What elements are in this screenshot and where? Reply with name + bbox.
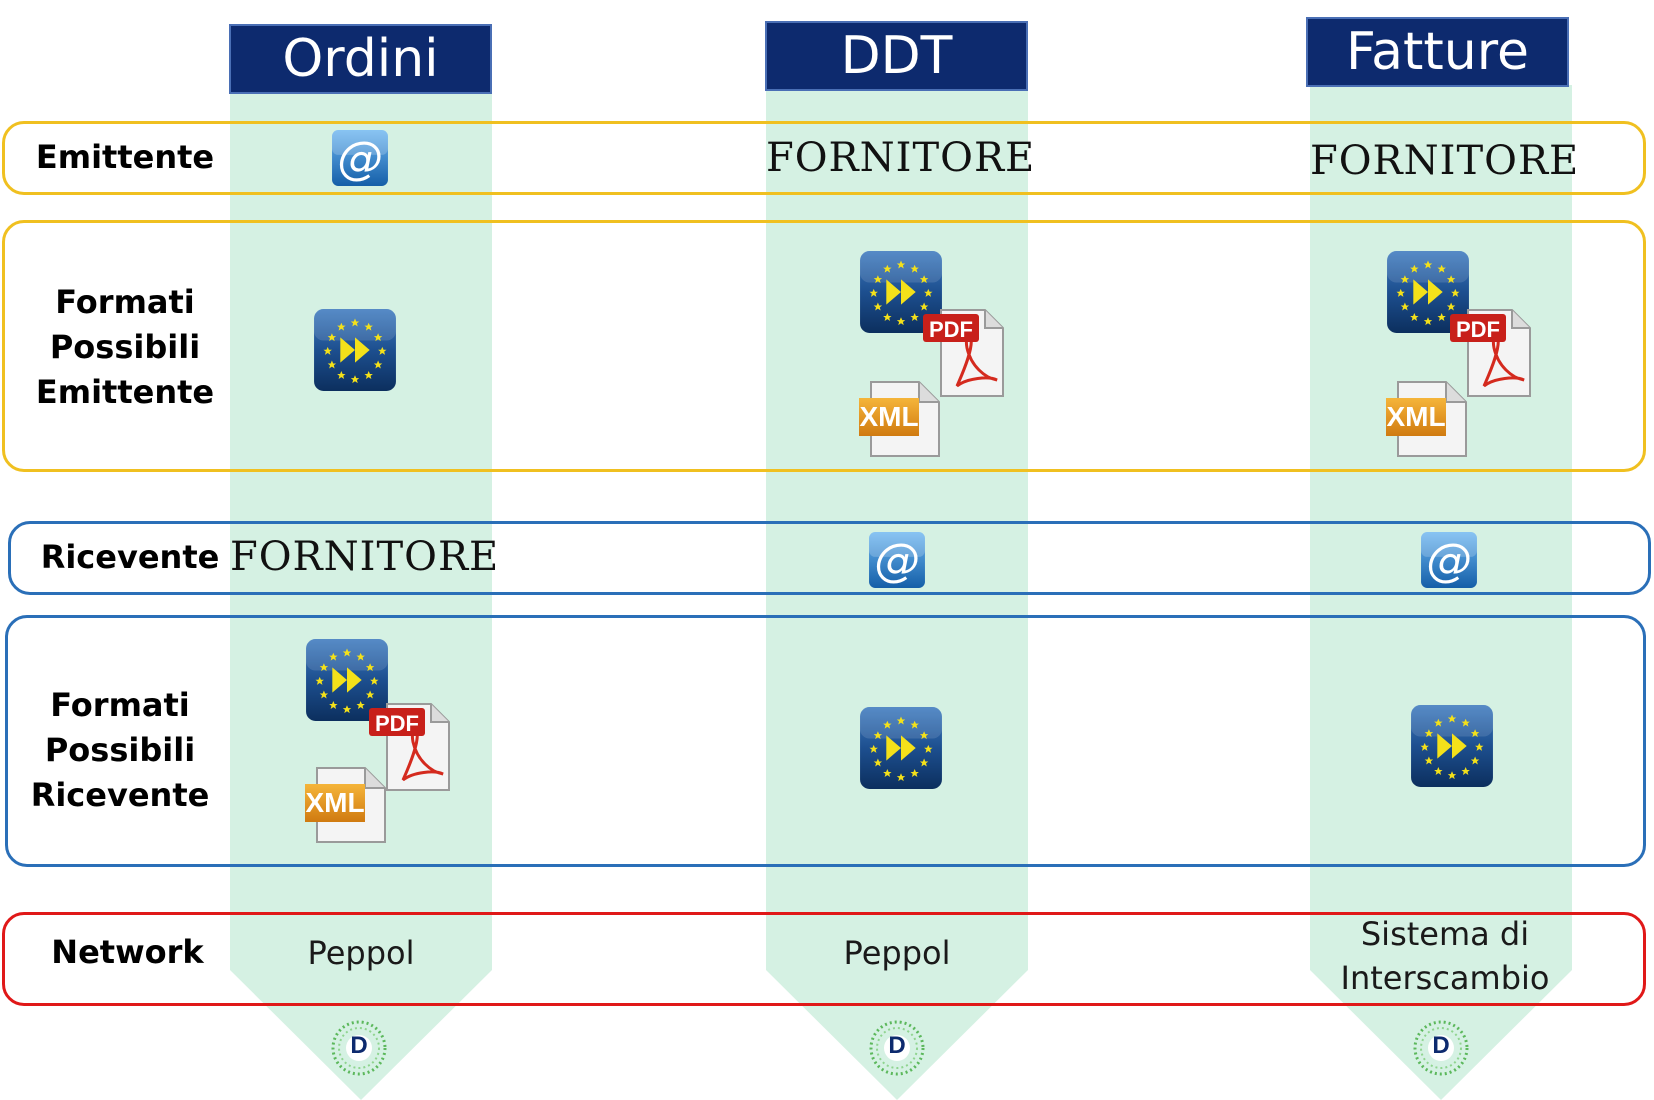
row-formati-emittente (2, 220, 1646, 472)
xml-label: XML (305, 787, 365, 818)
pdf-file-icon: PDF (921, 308, 1006, 398)
pdf-label: PDF (375, 711, 419, 736)
network-text-fatture-line-2: Interscambio (1340, 959, 1550, 997)
fornitore-text-ddt-emittente: FORNITORE (766, 135, 1036, 181)
row-formati-ricevente (5, 615, 1646, 867)
xml-file-icon: XML (303, 766, 388, 844)
xml-file-icon: XML (857, 380, 942, 458)
network-text-ddt: Peppol (843, 934, 951, 972)
row-label-network: Network (51, 933, 204, 971)
peppol-eu-icon (1410, 704, 1494, 788)
email-at-icon (1420, 531, 1478, 589)
row-network (2, 912, 1646, 1006)
column-header-ordini: Ordini (229, 24, 492, 94)
pdf-file-icon: PDF (367, 702, 452, 792)
fornitore-text-ordini-ricevente: FORNITORE (230, 534, 500, 580)
column-bg-ordini (230, 90, 492, 1100)
row-label-ricevente: Ricevente (40, 538, 220, 576)
row-ricevente (8, 521, 1651, 595)
pdf-label: PDF (929, 317, 973, 342)
email-at-icon (868, 531, 926, 589)
network-text-fatture: Sistema di Interscambio (1310, 912, 1580, 1000)
logo-d-icon: D (1411, 1018, 1471, 1078)
pdf-label: PDF (1456, 317, 1500, 342)
row-label-emittente: Emittente (35, 138, 215, 176)
row-label-formati-emittente: Formati Possibili Emittente (35, 283, 215, 411)
xml-label: XML (859, 401, 919, 432)
logo-d-letter: D (1432, 1032, 1450, 1059)
column-header-fatture: Fatture (1306, 17, 1569, 87)
network-text-fatture-line-1: Sistema di (1360, 915, 1530, 953)
xml-file-icon: XML (1384, 380, 1469, 458)
fornitore-text-fatture-emittente: FORNITORE (1310, 138, 1580, 184)
logo-d-letter: D (350, 1032, 368, 1059)
row-emittente (2, 121, 1646, 195)
row-label-formati-ricevente: Formati Possibili Ricevente (30, 686, 210, 814)
peppol-eu-icon (859, 706, 943, 790)
xml-label: XML (1386, 401, 1446, 432)
logo-d-icon: D (329, 1018, 389, 1078)
column-header-ddt: DDT (765, 21, 1028, 91)
network-text-ordini: Peppol (307, 934, 415, 972)
peppol-eu-icon (313, 308, 397, 392)
logo-d-icon: D (867, 1018, 927, 1078)
logo-d-letter: D (888, 1032, 906, 1059)
email-at-icon (331, 129, 389, 187)
pdf-file-icon: PDF (1448, 308, 1533, 398)
